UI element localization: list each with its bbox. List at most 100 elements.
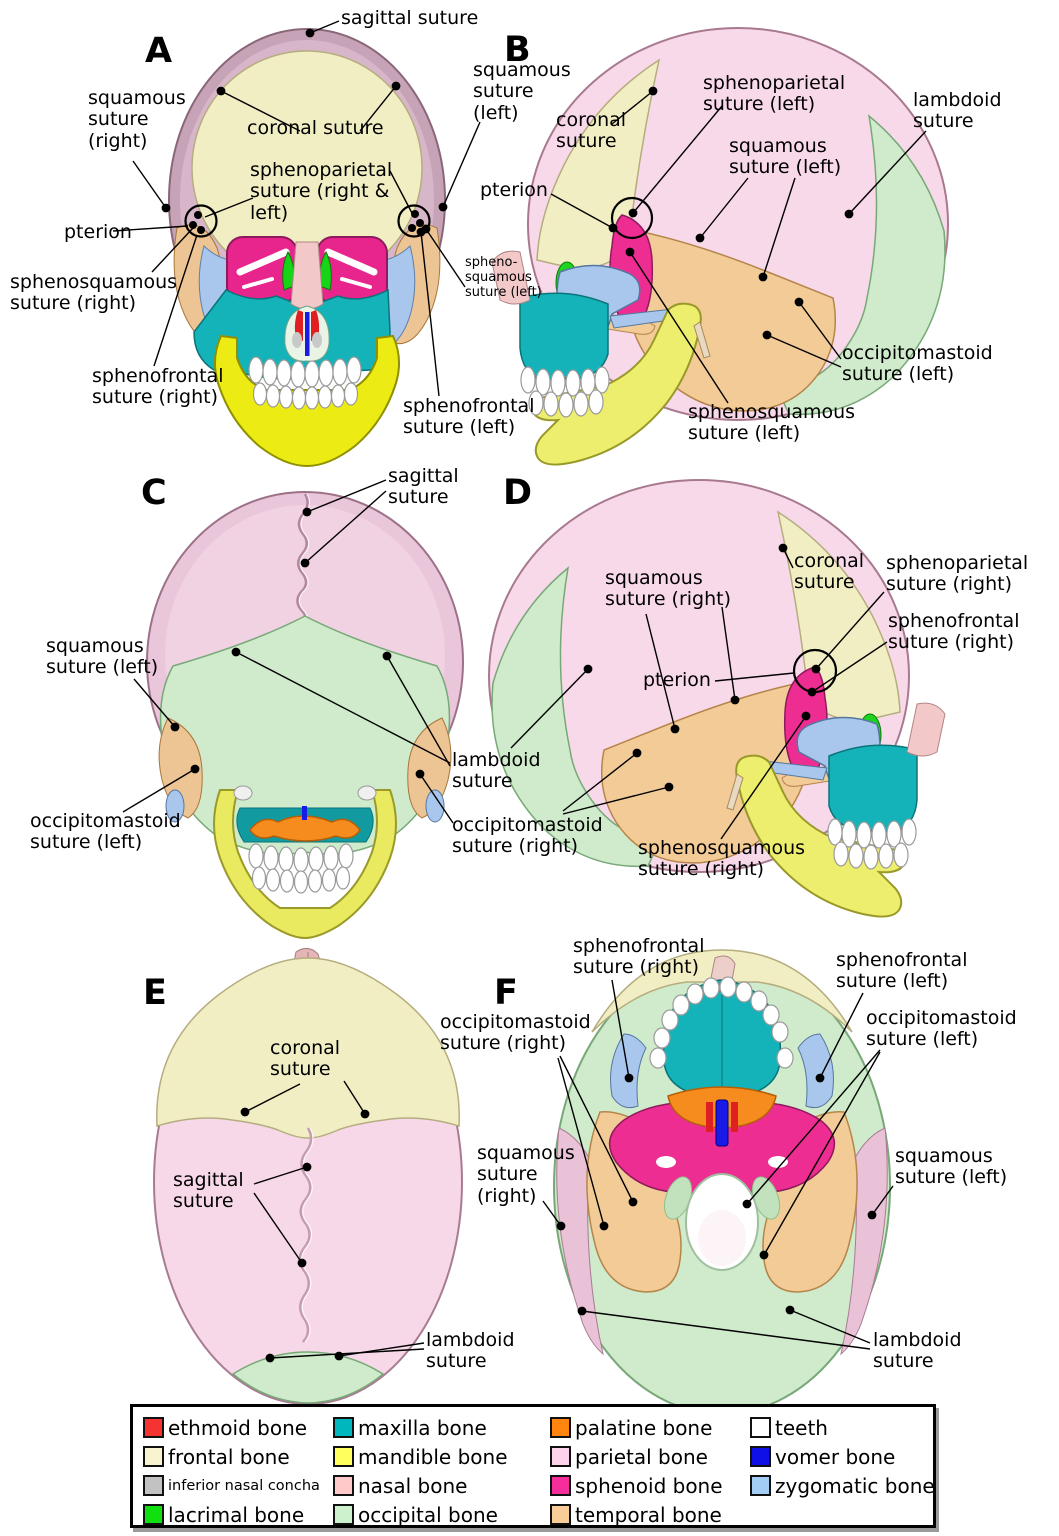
label-e-sagittal-suture: sagittal suture <box>173 1169 244 1213</box>
legend-swatch-inferior-nasal-concha <box>143 1475 164 1496</box>
label-b-sphenoparietal-suture-left: sphenoparietal suture (left) <box>703 72 846 116</box>
label-d-sphenofrontal-suture-right: sphenofrontal suture (right) <box>888 610 1020 654</box>
legend-label-palatine-bone: palatine bone <box>575 1415 713 1440</box>
label-a-squamous-suture-right: squamous suture (right) <box>88 87 186 152</box>
label-f-sphenofrontal-suture-right: sphenofrontal suture (right) <box>573 935 705 979</box>
label-a-squamous-suture-left: squamous suture (left) <box>473 59 571 124</box>
panel-letter-f: F <box>494 973 518 1013</box>
legend-label-lacrimal-bone: lacrimal bone <box>168 1502 305 1527</box>
legend-label-teeth: teeth <box>775 1415 828 1440</box>
legend-swatch-zygomatic-bone <box>750 1475 771 1496</box>
legend-label-nasal-bone: nasal bone <box>358 1473 468 1498</box>
legend-label-occipital-bone: occipital bone <box>358 1502 498 1527</box>
legend-label-zygomatic-bone: zygomatic bone <box>775 1473 935 1498</box>
skull-left-lateral-view <box>491 27 949 466</box>
legend-label-ethmoid-bone: ethmoid bone <box>168 1415 308 1440</box>
label-a-sphenofrontal-suture-left: sphenofrontal suture (left) <box>403 395 535 439</box>
label-c-sagittal-suture: sagittal suture <box>388 465 459 509</box>
legend-swatch-vomer-bone <box>750 1446 771 1467</box>
legend-item-nasal-bone: nasal bone <box>333 1471 508 1500</box>
legend-swatch-ethmoid-bone <box>143 1417 164 1438</box>
legend-label-frontal-bone: frontal bone <box>168 1444 290 1469</box>
label-b-sphenosquamous-suture-left: sphenosquamous suture (left) <box>688 401 856 445</box>
legend-label-parietal-bone: parietal bone <box>575 1444 708 1469</box>
label-d-squamous-suture-right: squamous suture (right) <box>605 567 732 611</box>
legend-item-palatine-bone: palatine bone <box>550 1413 723 1442</box>
panel-letter-c: C <box>141 473 167 513</box>
label-a-pterion: pterion <box>64 221 132 243</box>
legend-item-frontal-bone: frontal bone <box>143 1442 320 1471</box>
legend-swatch-temporal-bone <box>550 1504 571 1525</box>
label-d-coronal-suture: coronal suture <box>794 550 865 594</box>
legend-label-sphenoid-bone: sphenoid bone <box>575 1473 723 1498</box>
legend-item-teeth: teeth <box>750 1413 935 1442</box>
legend-box: ethmoid bone frontal bone inferior nasal… <box>130 1404 936 1528</box>
legend-item-maxilla-bone: maxilla bone <box>333 1413 508 1442</box>
label-c-occipitomastoid-suture-left: occipitomastoid suture (left) <box>30 810 181 854</box>
label-a-sphenofrontal-suture-right: sphenofrontal suture (right) <box>92 365 224 409</box>
label-a-sphenosquamous-suture-left-small: spheno-squamous suture (left) <box>465 255 542 300</box>
legend-item-vomer-bone: vomer bone <box>750 1442 935 1471</box>
label-f-lambdoid-suture: lambdoid suture <box>873 1329 962 1373</box>
label-d-pterion: pterion <box>643 669 711 691</box>
label-a-coronal-suture: coronal suture <box>247 117 384 139</box>
legend-label-temporal-bone: temporal bone <box>575 1502 722 1527</box>
legend-item-mandible-bone: mandible bone <box>333 1442 508 1471</box>
label-a-sagittal-suture: sagittal suture <box>341 7 479 29</box>
legend-item-ethmoid-bone: ethmoid bone <box>143 1413 320 1442</box>
label-b-squamous-suture-left: squamous suture (left) <box>729 135 842 179</box>
label-b-occipitomastoid-suture-left: occipitomastoid suture (left) <box>842 342 993 386</box>
legend-swatch-nasal-bone <box>333 1475 354 1496</box>
legend-column-2: maxilla bone mandible bone nasal bone oc… <box>333 1413 508 1529</box>
label-f-squamous-suture-right: squamous suture (right) <box>477 1142 575 1207</box>
skull-posterior-view <box>146 491 464 940</box>
legend-swatch-maxilla-bone <box>333 1417 354 1438</box>
legend-swatch-palatine-bone <box>550 1417 571 1438</box>
label-e-coronal-suture: coronal suture <box>270 1037 341 1081</box>
legend-swatch-teeth <box>750 1417 771 1438</box>
label-f-squamous-suture-left: squamous suture (left) <box>895 1145 1008 1189</box>
legend-item-parietal-bone: parietal bone <box>550 1442 723 1471</box>
label-b-coronal-suture: coronal suture <box>556 109 627 153</box>
legend-label-mandible-bone: mandible bone <box>358 1444 508 1469</box>
panel-letter-d: D <box>503 473 533 513</box>
label-b-lambdoid-suture: lambdoid suture <box>913 89 1002 133</box>
annotation-lines <box>112 20 927 1359</box>
label-f-occipitomastoid-suture-left: occipitomastoid suture (left) <box>866 1007 1017 1051</box>
label-b-pterion: pterion <box>480 179 548 201</box>
legend-swatch-occipital-bone <box>333 1504 354 1525</box>
legend-swatch-mandible-bone <box>333 1446 354 1467</box>
legend-swatch-frontal-bone <box>143 1446 164 1467</box>
legend-item-lacrimal-bone: lacrimal bone <box>143 1500 320 1529</box>
skull-anterior-view <box>168 28 446 468</box>
legend-swatch-parietal-bone <box>550 1446 571 1467</box>
label-d-sphenosquamous-suture-right: sphenosquamous suture (right) <box>638 837 806 881</box>
label-e-lambdoid-suture: lambdoid suture <box>426 1329 515 1373</box>
label-cd-lambdoid-suture: lambdoid suture <box>452 749 541 793</box>
pterion-circles <box>184 196 838 694</box>
legend-column-4: teeth vomer bone zygomatic bone <box>750 1413 935 1500</box>
legend-item-occipital-bone: occipital bone <box>333 1500 508 1529</box>
legend-item-inferior-nasal-concha: inferior nasal concha <box>143 1471 320 1500</box>
annotation-dots <box>161 28 877 1363</box>
panel-letter-e: E <box>143 973 167 1013</box>
legend-column-1: ethmoid bone frontal bone inferior nasal… <box>143 1413 320 1529</box>
legend-swatch-sphenoid-bone <box>550 1475 571 1496</box>
label-a-sphenoparietal-suture: sphenoparietal suture (right & left) <box>250 159 393 224</box>
label-a-sphenosquamous-suture-right: sphenosquamous suture (right) <box>10 271 178 315</box>
legend-item-temporal-bone: temporal bone <box>550 1500 723 1529</box>
legend-label-vomer-bone: vomer bone <box>775 1444 896 1469</box>
label-f-occipitomastoid-suture-right: occipitomastoid suture (right) <box>440 1011 591 1055</box>
legend-item-sphenoid-bone: sphenoid bone <box>550 1471 723 1500</box>
legend-label-inferior-nasal-concha: inferior nasal concha <box>168 1477 320 1494</box>
panel-letter-a: A <box>145 31 173 71</box>
label-cd-occipitomastoid-suture-right: occipitomastoid suture (right) <box>452 814 603 858</box>
label-c-squamous-suture-left: squamous suture (left) <box>46 635 159 679</box>
legend-label-maxilla-bone: maxilla bone <box>358 1415 487 1440</box>
legend-item-zygomatic-bone: zygomatic bone <box>750 1471 935 1500</box>
skull-superior-view <box>153 948 463 1405</box>
legend-swatch-lacrimal-bone <box>143 1504 164 1525</box>
label-d-sphenoparietal-suture-right: sphenoparietal suture (right) <box>886 552 1029 596</box>
